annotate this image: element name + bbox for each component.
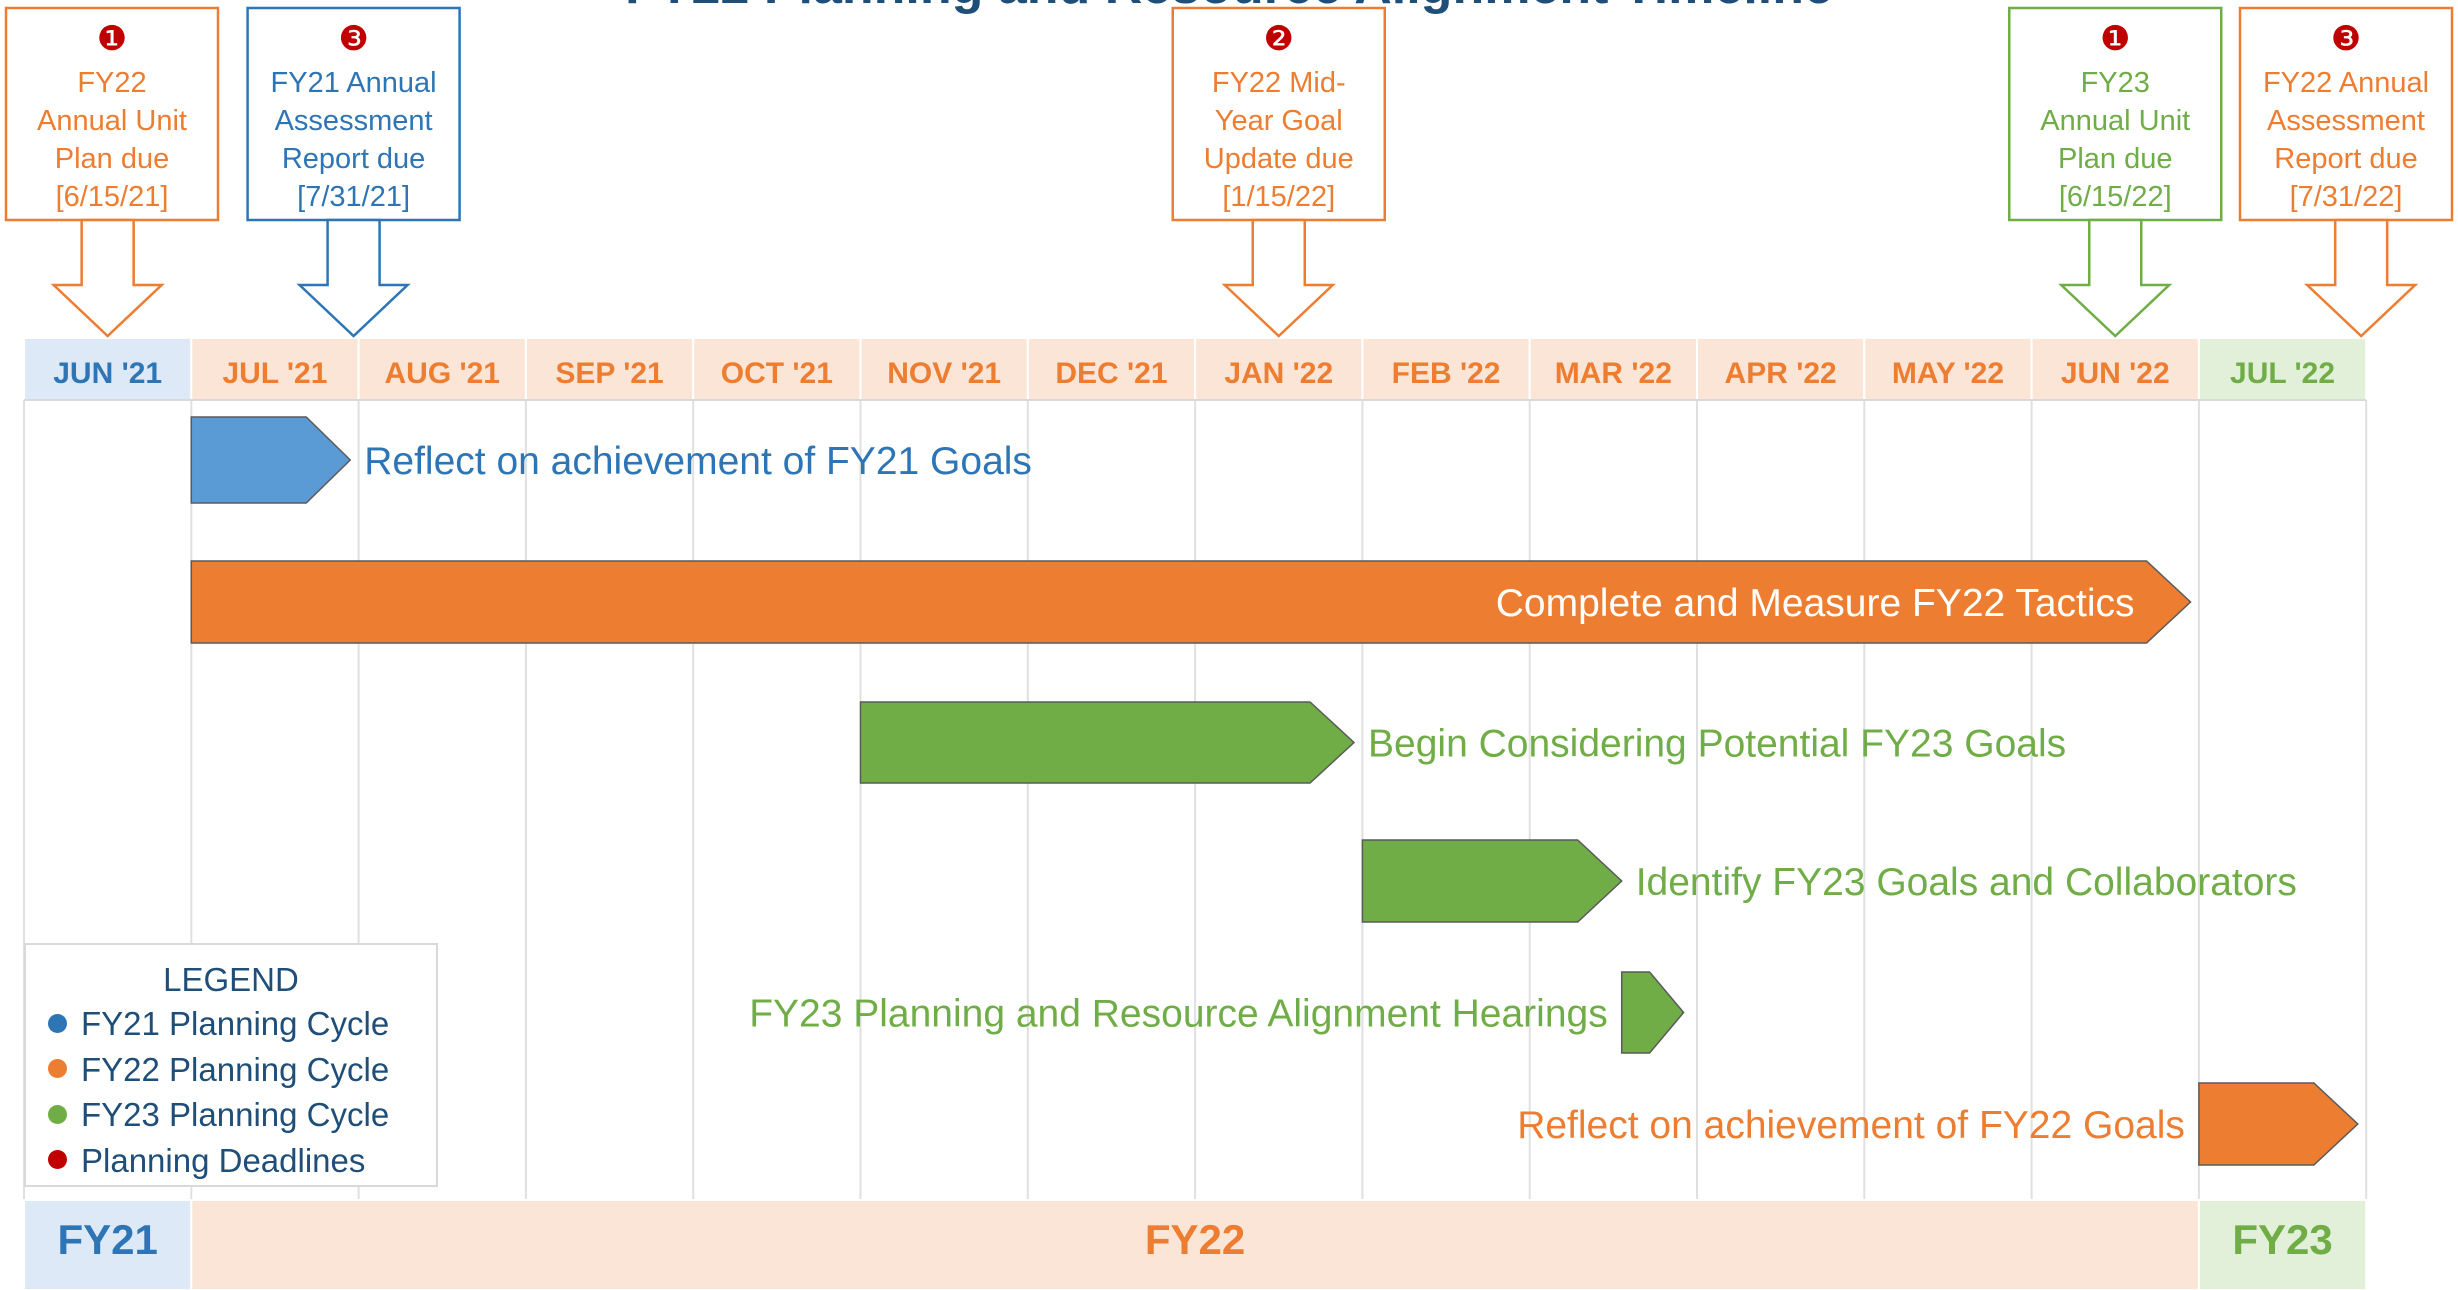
fiscal-year-label: FY23 — [2232, 1216, 2332, 1263]
legend-item-deadlines: Planning Deadlines — [48, 1138, 436, 1184]
month-header-cell — [1863, 337, 2033, 401]
deadline-text: [1/15/22] — [1222, 181, 1335, 213]
deadline-box — [246, 6, 461, 222]
month-header-cell — [859, 337, 1029, 401]
deadline-arrow-icon — [50, 218, 165, 338]
chart-title: FY22 Planning and Resource Alignment Tim… — [0, 0, 2458, 12]
legend-item-fy22: FY22 Planning Cycle — [48, 1047, 436, 1093]
month-label: JUL '22 — [2230, 357, 2335, 390]
month-label: JUN '21 — [53, 357, 162, 390]
fiscal-year-band — [23, 1199, 193, 1290]
activity-label: Reflect on achievement of FY22 Goals — [1517, 1104, 2185, 1147]
deadline-text: FY22 — [77, 67, 146, 99]
deadline-text: FY22 Annual — [2263, 67, 2429, 99]
deadline-text: [7/31/22] — [2290, 181, 2403, 213]
deadline-text: Annual Unit — [2040, 105, 2190, 137]
deadline-text: Report due — [282, 143, 426, 175]
activity-bar — [190, 416, 352, 504]
legend-dot-icon — [48, 1150, 67, 1170]
activity-bar — [859, 701, 1356, 784]
deadline-text: Report due — [2274, 143, 2418, 175]
fiscal-year-band — [2197, 1199, 2368, 1290]
deadline-text: [7/31/21] — [297, 181, 410, 213]
legend: LEGEND FY21 Planning Cycle FY22 Planning… — [24, 943, 438, 1187]
deadline-text: [6/15/21] — [56, 181, 169, 213]
legend-item-label: FY23 Planning Cycle — [81, 1096, 390, 1133]
month-header-cell — [2197, 337, 2368, 401]
deadline-number-icon: ❸ — [2331, 19, 2361, 59]
activity-bar — [190, 560, 2192, 644]
fiscal-year-label: FY21 — [57, 1216, 157, 1263]
deadline-arrow-icon — [296, 218, 411, 338]
month-label: JUL '21 — [222, 357, 327, 390]
activity-label: FY23 Planning and Resource Alignment Hea… — [749, 993, 1608, 1036]
deadline-text: Year Goal — [1215, 105, 1343, 137]
month-label: MAR '22 — [1555, 357, 1672, 390]
month-label: NOV '21 — [887, 357, 1001, 390]
activity-label: Complete and Measure FY22 Tactics — [1496, 582, 2135, 625]
deadline-arrow-icon — [1221, 218, 1336, 338]
deadline-text: FY21 Annual — [271, 67, 437, 99]
deadline-box — [2238, 6, 2454, 222]
legend-item-label: FY22 Planning Cycle — [81, 1050, 390, 1088]
activity-bar — [1361, 839, 1623, 923]
month-label: FEB '22 — [1392, 357, 1501, 390]
deadline-number-icon: ❸ — [338, 19, 368, 59]
month-label: AUG '21 — [384, 357, 500, 390]
deadline-number-icon: ❶ — [97, 19, 127, 59]
fiscal-year-band — [190, 1199, 2200, 1290]
activity-bar — [1620, 971, 1685, 1054]
month-label: JUN '22 — [2061, 357, 2170, 390]
month-label: APR '22 — [1725, 357, 1837, 390]
deadline-arrow-icon — [2058, 218, 2173, 338]
month-label: OCT '21 — [721, 357, 833, 390]
legend-item-fy23: FY23 Planning Cycle — [48, 1092, 436, 1138]
deadline-text: Update due — [1204, 143, 1354, 175]
deadline-text: Plan due — [55, 143, 170, 175]
activity-label: Reflect on achievement of FY21 Goals — [364, 440, 1032, 483]
deadline-box — [2008, 6, 2223, 222]
deadline-text: FY23 — [2081, 67, 2150, 99]
legend-item-label: FY21 Planning Cycle — [81, 1005, 390, 1042]
deadline-text: Assessment — [275, 105, 433, 137]
legend-title: LEGEND — [163, 961, 299, 998]
deadline-box — [4, 6, 220, 222]
month-header-cell — [357, 337, 527, 401]
month-header-cell — [1696, 337, 1866, 401]
legend-dot-icon — [48, 1059, 67, 1079]
month-label: JAN '22 — [1224, 357, 1333, 390]
month-header-cell — [2030, 337, 2200, 401]
legend-dot-icon — [48, 1013, 67, 1033]
deadline-text: Annual Unit — [37, 105, 187, 137]
month-label: DEC '21 — [1055, 357, 1167, 390]
deadline-text: Assessment — [2267, 105, 2425, 137]
month-label: MAY '22 — [1892, 357, 2004, 390]
month-header-cell — [692, 337, 862, 401]
month-label: SEP '21 — [555, 357, 663, 390]
deadline-text: FY22 Mid- — [1212, 67, 1346, 99]
deadline-box — [1171, 6, 1386, 222]
month-header-cell — [1026, 337, 1197, 401]
deadline-text: Plan due — [2058, 143, 2173, 175]
deadline-text: [6/15/22] — [2059, 181, 2172, 213]
month-header-cell — [1361, 337, 1531, 401]
activity-label: Begin Considering Potential FY23 Goals — [1368, 723, 2066, 766]
deadline-number-icon: ❷ — [1264, 19, 1294, 59]
activity-label: Identify FY23 Goals and Collaborators — [1636, 861, 2297, 904]
deadline-arrow-icon — [2304, 218, 2419, 338]
fiscal-year-label: FY22 — [1145, 1216, 1245, 1263]
legend-dot-icon — [48, 1104, 67, 1124]
legend-item-fy21: FY21 Planning Cycle — [48, 1001, 436, 1047]
activity-bar — [2198, 1082, 2359, 1166]
deadline-number-icon: ❶ — [2100, 19, 2130, 59]
month-header-cell — [524, 337, 695, 401]
legend-item-label: Planning Deadlines — [81, 1141, 366, 1179]
month-header-cell — [1194, 337, 1364, 401]
